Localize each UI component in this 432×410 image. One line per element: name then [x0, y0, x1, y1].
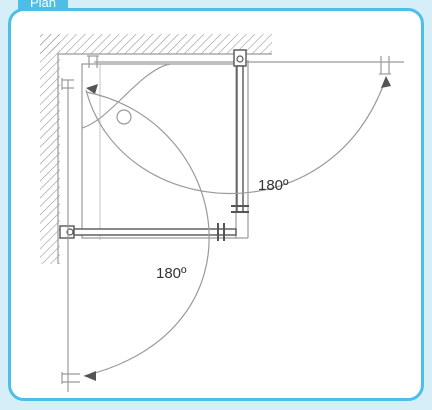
angle-label-bottom: 180º: [156, 265, 187, 282]
hinge-left-top-icon: [61, 78, 74, 90]
diagram-card: [8, 8, 424, 401]
hinge-top-icon: [233, 49, 247, 67]
hinge-top-pin-icon: [236, 55, 244, 63]
handle-top-right-icon: [379, 56, 391, 75]
arrow-right-top-icon: [381, 76, 391, 88]
arrow-left-top-icon: [86, 84, 98, 94]
wall-top-hatch: [40, 34, 272, 54]
swing-arc-horizontal-door: [83, 91, 210, 377]
door-vertical-closed: [236, 65, 244, 213]
hinge-top-left-icon: [87, 55, 99, 68]
hinge-left-pin-icon: [66, 228, 74, 236]
drain-icon: [116, 109, 132, 125]
angle-label-right: 180º: [258, 177, 289, 194]
handle-horizontal-door-icon: [217, 223, 225, 241]
tray-curve: [81, 63, 171, 129]
shower-tray: [81, 63, 237, 239]
handle-bottom-icon: [61, 372, 80, 384]
swing-arc-vertical-door: [85, 77, 387, 195]
wall-left-hatch: [40, 34, 60, 264]
arrow-bottom-icon: [84, 371, 96, 381]
door-horizontal-closed: [73, 228, 237, 236]
handle-vertical-door-icon: [231, 205, 249, 213]
